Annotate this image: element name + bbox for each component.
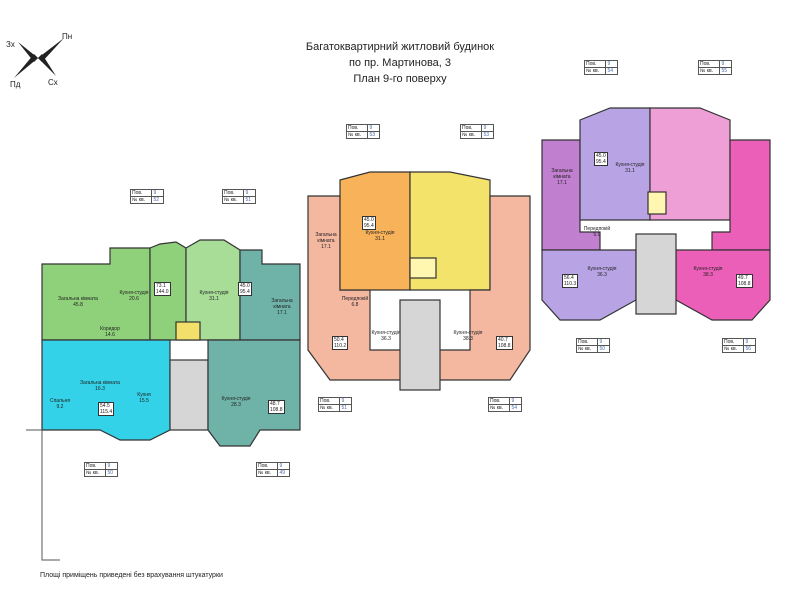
compass-north: Пн xyxy=(62,32,73,41)
apartment-left-bottom-1 xyxy=(41,339,171,441)
footnote: Площі приміщень приведені без врахування… xyxy=(40,572,223,579)
compass-east: Сх xyxy=(48,78,58,87)
compass-west: Зх xyxy=(6,40,15,49)
building-address: по пр. Мартинова, 3 xyxy=(348,57,452,69)
compass-star-icon xyxy=(14,38,64,78)
building-title: Багатоквартирний житловий будинок xyxy=(305,41,495,53)
compass-rose: Пн Зх Пд Сх xyxy=(4,32,84,92)
floor-plan-title: План 9-го поверху xyxy=(353,73,447,85)
compass-south: Пд xyxy=(10,80,21,89)
apartment-left-bottom-2 xyxy=(207,339,301,447)
